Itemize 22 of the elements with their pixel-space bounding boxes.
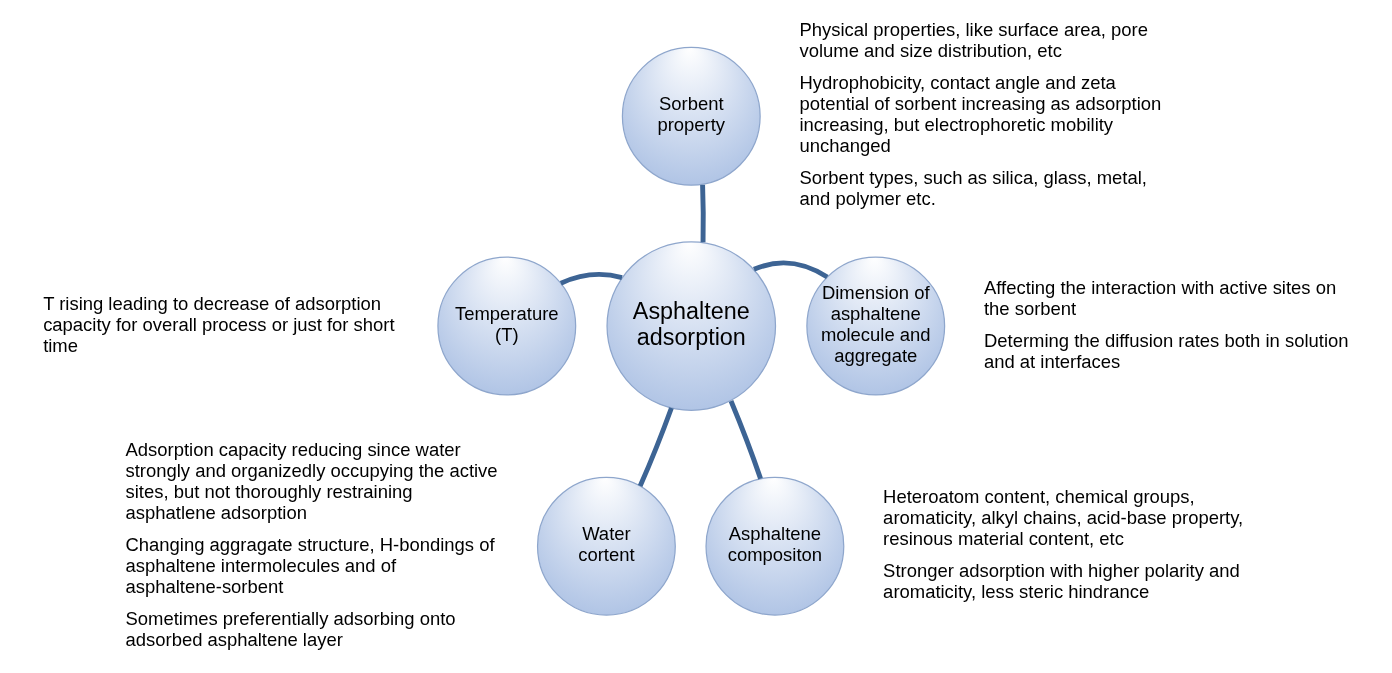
node-label: Stronger adsorption with higher polarity and aromaticity, less steric hindrance — [882, 559, 1240, 602]
node-circle: Sorbent property — [621, 46, 761, 186]
node-circle: Water cortent — [536, 476, 676, 616]
node-circle: Asphaltene adsorption — [605, 241, 776, 411]
node-label: Adsorption capacity reducing since water strongly and organizedly occupying the active sites, but not thoroughly restraining asphatlene adsorption — [125, 439, 498, 524]
node-label: Changing aggragate structure, H-bondings of asphaltene intermolecules and of asphaltene-sorbent — [125, 534, 495, 597]
node-label: Sometimes preferentially adsorbing onto adsorbed asphaltene layer — [125, 607, 456, 650]
node-label: Physical properties, like surface area, pore volume and size distribution, etc — [799, 19, 1148, 62]
node-label: Heteroatom content, chemical groups, aromaticity, alkyl chains, acid-base property, resinous material content, etc — [882, 486, 1243, 549]
node-label: Determing the diffusion rates both in solution and at interfaces — [983, 329, 1349, 372]
node-label: Hydrophobicity, contact angle and zeta potential of sorbent increasing as adsorption increasing, but electrophoretic mobility unchanged — [799, 72, 1161, 157]
node-circle: Temperature (T) — [436, 256, 576, 396]
node-label: Sorbent types, such as silica, glass, metal, and polymer etc. — [799, 167, 1147, 209]
node-label: T rising leading to decrease of adsorption capacity for overall process or just for short time — [42, 293, 395, 356]
connector — [699, 184, 706, 243]
connector — [752, 260, 828, 280]
connector — [637, 407, 674, 488]
connector — [559, 271, 623, 286]
node-label: Affecting the interaction with active sites on the sorbent — [983, 277, 1336, 319]
node-circle: Dimension of asphaltene molecule and aggregate — [805, 256, 945, 396]
connector — [728, 400, 763, 480]
node-circle: Asphaltene compositon — [704, 476, 844, 616]
